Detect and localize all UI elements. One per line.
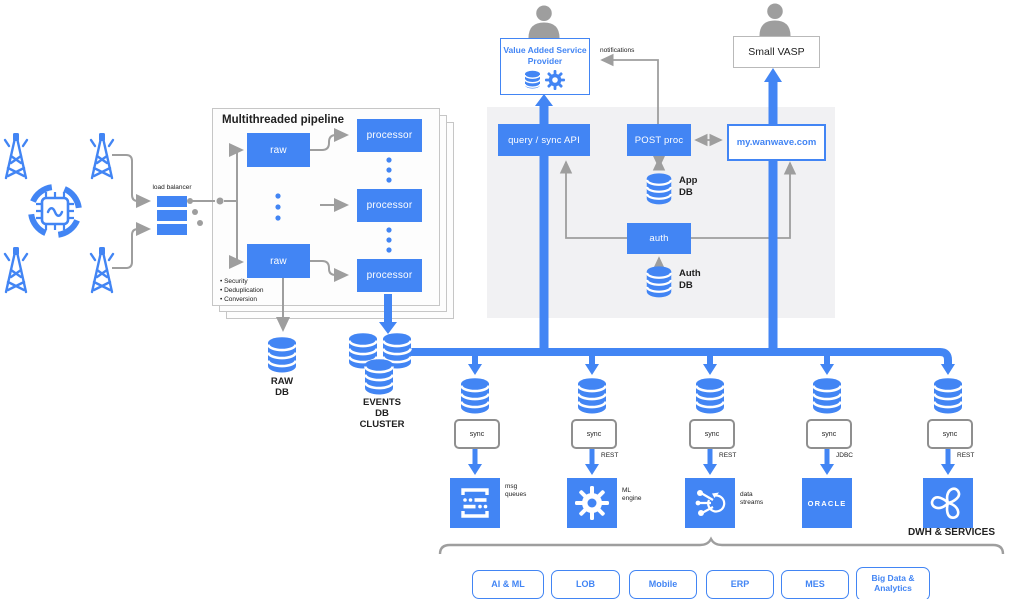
pipeline-bullet: Security (220, 278, 247, 286)
processor-node: processor (357, 189, 422, 222)
tile-label: data streams (740, 491, 764, 507)
gear-chip-icon (575, 486, 609, 520)
auth-db-label: Auth DB (679, 268, 701, 292)
cell-tower-icon (2, 246, 30, 294)
group-label: DWH & SERVICES (907, 527, 995, 538)
lb-dot-2 (192, 209, 198, 215)
post-proc-node: POST proc (627, 124, 691, 156)
events-db-label: EVENTS DB CLUSTER (338, 397, 426, 431)
sim-chip-icon (27, 184, 82, 238)
left-connectors (112, 143, 244, 269)
pipeline-title: Multithreaded pipeline (222, 114, 345, 126)
cell-tower-icon (88, 132, 116, 180)
consumer-ai-ml: AI & ML (472, 570, 544, 599)
raw-db-label: RAW DB (250, 376, 314, 399)
vasp-box: Value Added Service Provider (500, 38, 590, 95)
connector-box: sync (806, 419, 852, 449)
consumer-mobile: Mobile (629, 570, 697, 599)
consumer-bigdata: Big Data & Analytics (856, 567, 930, 599)
pipeline-bullet: Conversion (220, 296, 257, 304)
load-balancer-icon (157, 196, 187, 207)
cell-tower-icon (2, 132, 30, 180)
pipeline-bullet: Deduplication (220, 287, 263, 295)
stream-icon (461, 488, 489, 518)
person-icon (757, 3, 793, 36)
portal-node: my.wanwave.com (727, 124, 826, 161)
vasp-title: Value Added Service Provider (503, 44, 587, 66)
blue-flows (384, 80, 952, 464)
database-gear-icon (524, 70, 565, 91)
tile-data-streams (685, 478, 735, 528)
notifications-label: notifications (600, 47, 635, 54)
tile-dwh (923, 478, 973, 528)
database-icon (645, 265, 673, 299)
connector-box: sync (454, 419, 500, 449)
database-icon (363, 358, 395, 396)
pipeline-arrows (276, 128, 349, 332)
consumer-erp: ERP (706, 570, 774, 599)
consumer-mes: MES (781, 570, 849, 599)
tile-message-stream (450, 478, 500, 528)
connector-box: sync (689, 419, 735, 449)
blue-arrowheads (379, 68, 955, 475)
processor-node: processor (357, 259, 422, 292)
person-icon (526, 5, 562, 38)
group-brace (438, 536, 1005, 555)
small-vasp-box: Small VASP (733, 36, 820, 68)
raw-node: raw (247, 133, 310, 167)
protocol-label: REST (957, 452, 975, 459)
processor-node: processor (357, 119, 422, 152)
database-icon (811, 377, 843, 415)
oracle-logo: ORACLE (807, 498, 847, 508)
load-balancer-icon (157, 224, 187, 235)
load-balancer-icon (157, 210, 187, 221)
connector-box: sync (927, 419, 973, 449)
ellipsis-dots (275, 157, 392, 253)
protocol-label: JDBC (836, 452, 853, 459)
tile-oracle: ORACLE (802, 478, 852, 528)
graph-network-icon (695, 490, 726, 516)
auth-node: auth (627, 223, 691, 254)
database-icon (459, 377, 491, 415)
cell-tower-icon (88, 246, 116, 294)
database-icon (266, 336, 298, 374)
protocol-label: REST (601, 452, 619, 459)
database-icon (576, 377, 608, 415)
database-icon (932, 377, 964, 415)
tile-label: msg queues (505, 483, 527, 499)
protocol-label: REST (719, 452, 737, 459)
collector-label: load balancer (152, 184, 192, 191)
connector-box: sync (571, 419, 617, 449)
junction-dot (216, 197, 224, 205)
lb-dot-1 (187, 198, 193, 204)
lb-dot-3 (197, 220, 203, 226)
database-icon (694, 377, 726, 415)
raw-node: raw (247, 244, 310, 278)
database-icon (645, 172, 673, 206)
tile-label: ML engine (622, 487, 642, 503)
triskelion-icon (930, 487, 961, 519)
consumer-lob: LOB (551, 570, 620, 599)
tile-ml-engine (567, 478, 617, 528)
query-sync-api-node: query / sync API (498, 124, 590, 156)
app-db-label: App DB (679, 175, 698, 199)
platform-arrows (559, 53, 797, 270)
